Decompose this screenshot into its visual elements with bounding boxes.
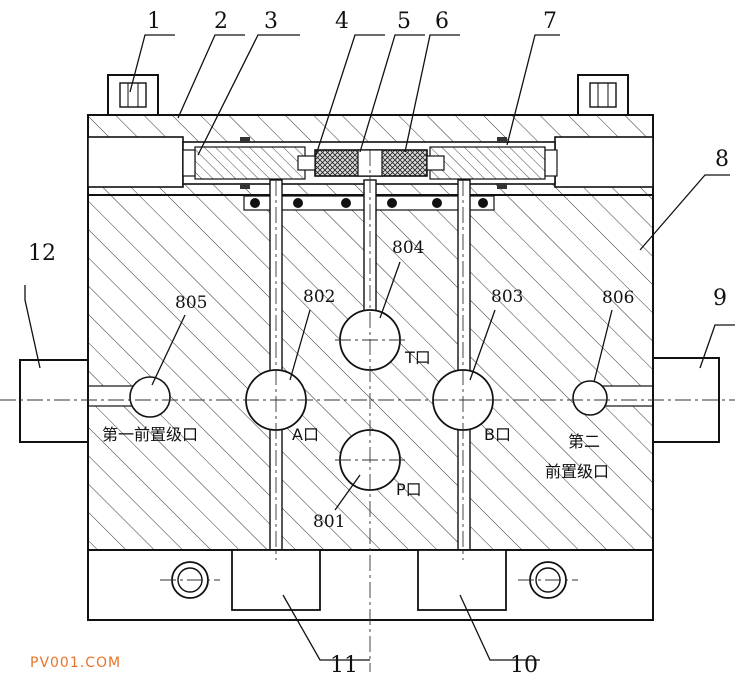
label-6: 6 xyxy=(435,9,449,34)
port-t-text: T口 xyxy=(404,348,431,367)
port-a-text: A口 xyxy=(292,425,319,444)
label-4: 4 xyxy=(335,9,349,34)
port-804-label: 804 xyxy=(392,238,424,258)
label-12: 12 xyxy=(28,241,56,266)
second-pre-port-line1: 第二 xyxy=(568,432,600,451)
label-11: 11 xyxy=(330,653,358,678)
label-8: 8 xyxy=(715,147,729,172)
label-10: 10 xyxy=(510,653,538,678)
top-bolt-right xyxy=(577,74,629,116)
bottom-base xyxy=(87,549,654,621)
second-pre-port-line2: 前置级口 xyxy=(545,462,609,481)
port-803-label: 803 xyxy=(491,287,523,307)
port-801-label: 801 xyxy=(313,512,345,532)
first-pre-port-text: 第一前置级口 xyxy=(102,425,198,444)
port-p-text: P口 xyxy=(396,480,422,499)
label-7: 7 xyxy=(543,9,557,34)
label-3: 3 xyxy=(264,9,278,34)
label-2: 2 xyxy=(214,9,228,34)
port-802-label: 802 xyxy=(303,287,335,307)
label-5: 5 xyxy=(397,9,411,34)
port-806-label: 806 xyxy=(602,288,634,308)
leader-lines xyxy=(24,34,735,661)
center-lines xyxy=(0,150,735,672)
top-bolt-left xyxy=(107,74,159,116)
port-805-circle xyxy=(129,376,171,418)
label-1: 1 xyxy=(147,9,161,34)
left-block xyxy=(19,359,89,443)
port-805-label: 805 xyxy=(175,293,207,313)
watermark: PV001.COM xyxy=(30,655,121,671)
port-b-text: B口 xyxy=(484,425,511,444)
port-806-circle xyxy=(572,380,608,416)
label-9: 9 xyxy=(713,286,727,311)
